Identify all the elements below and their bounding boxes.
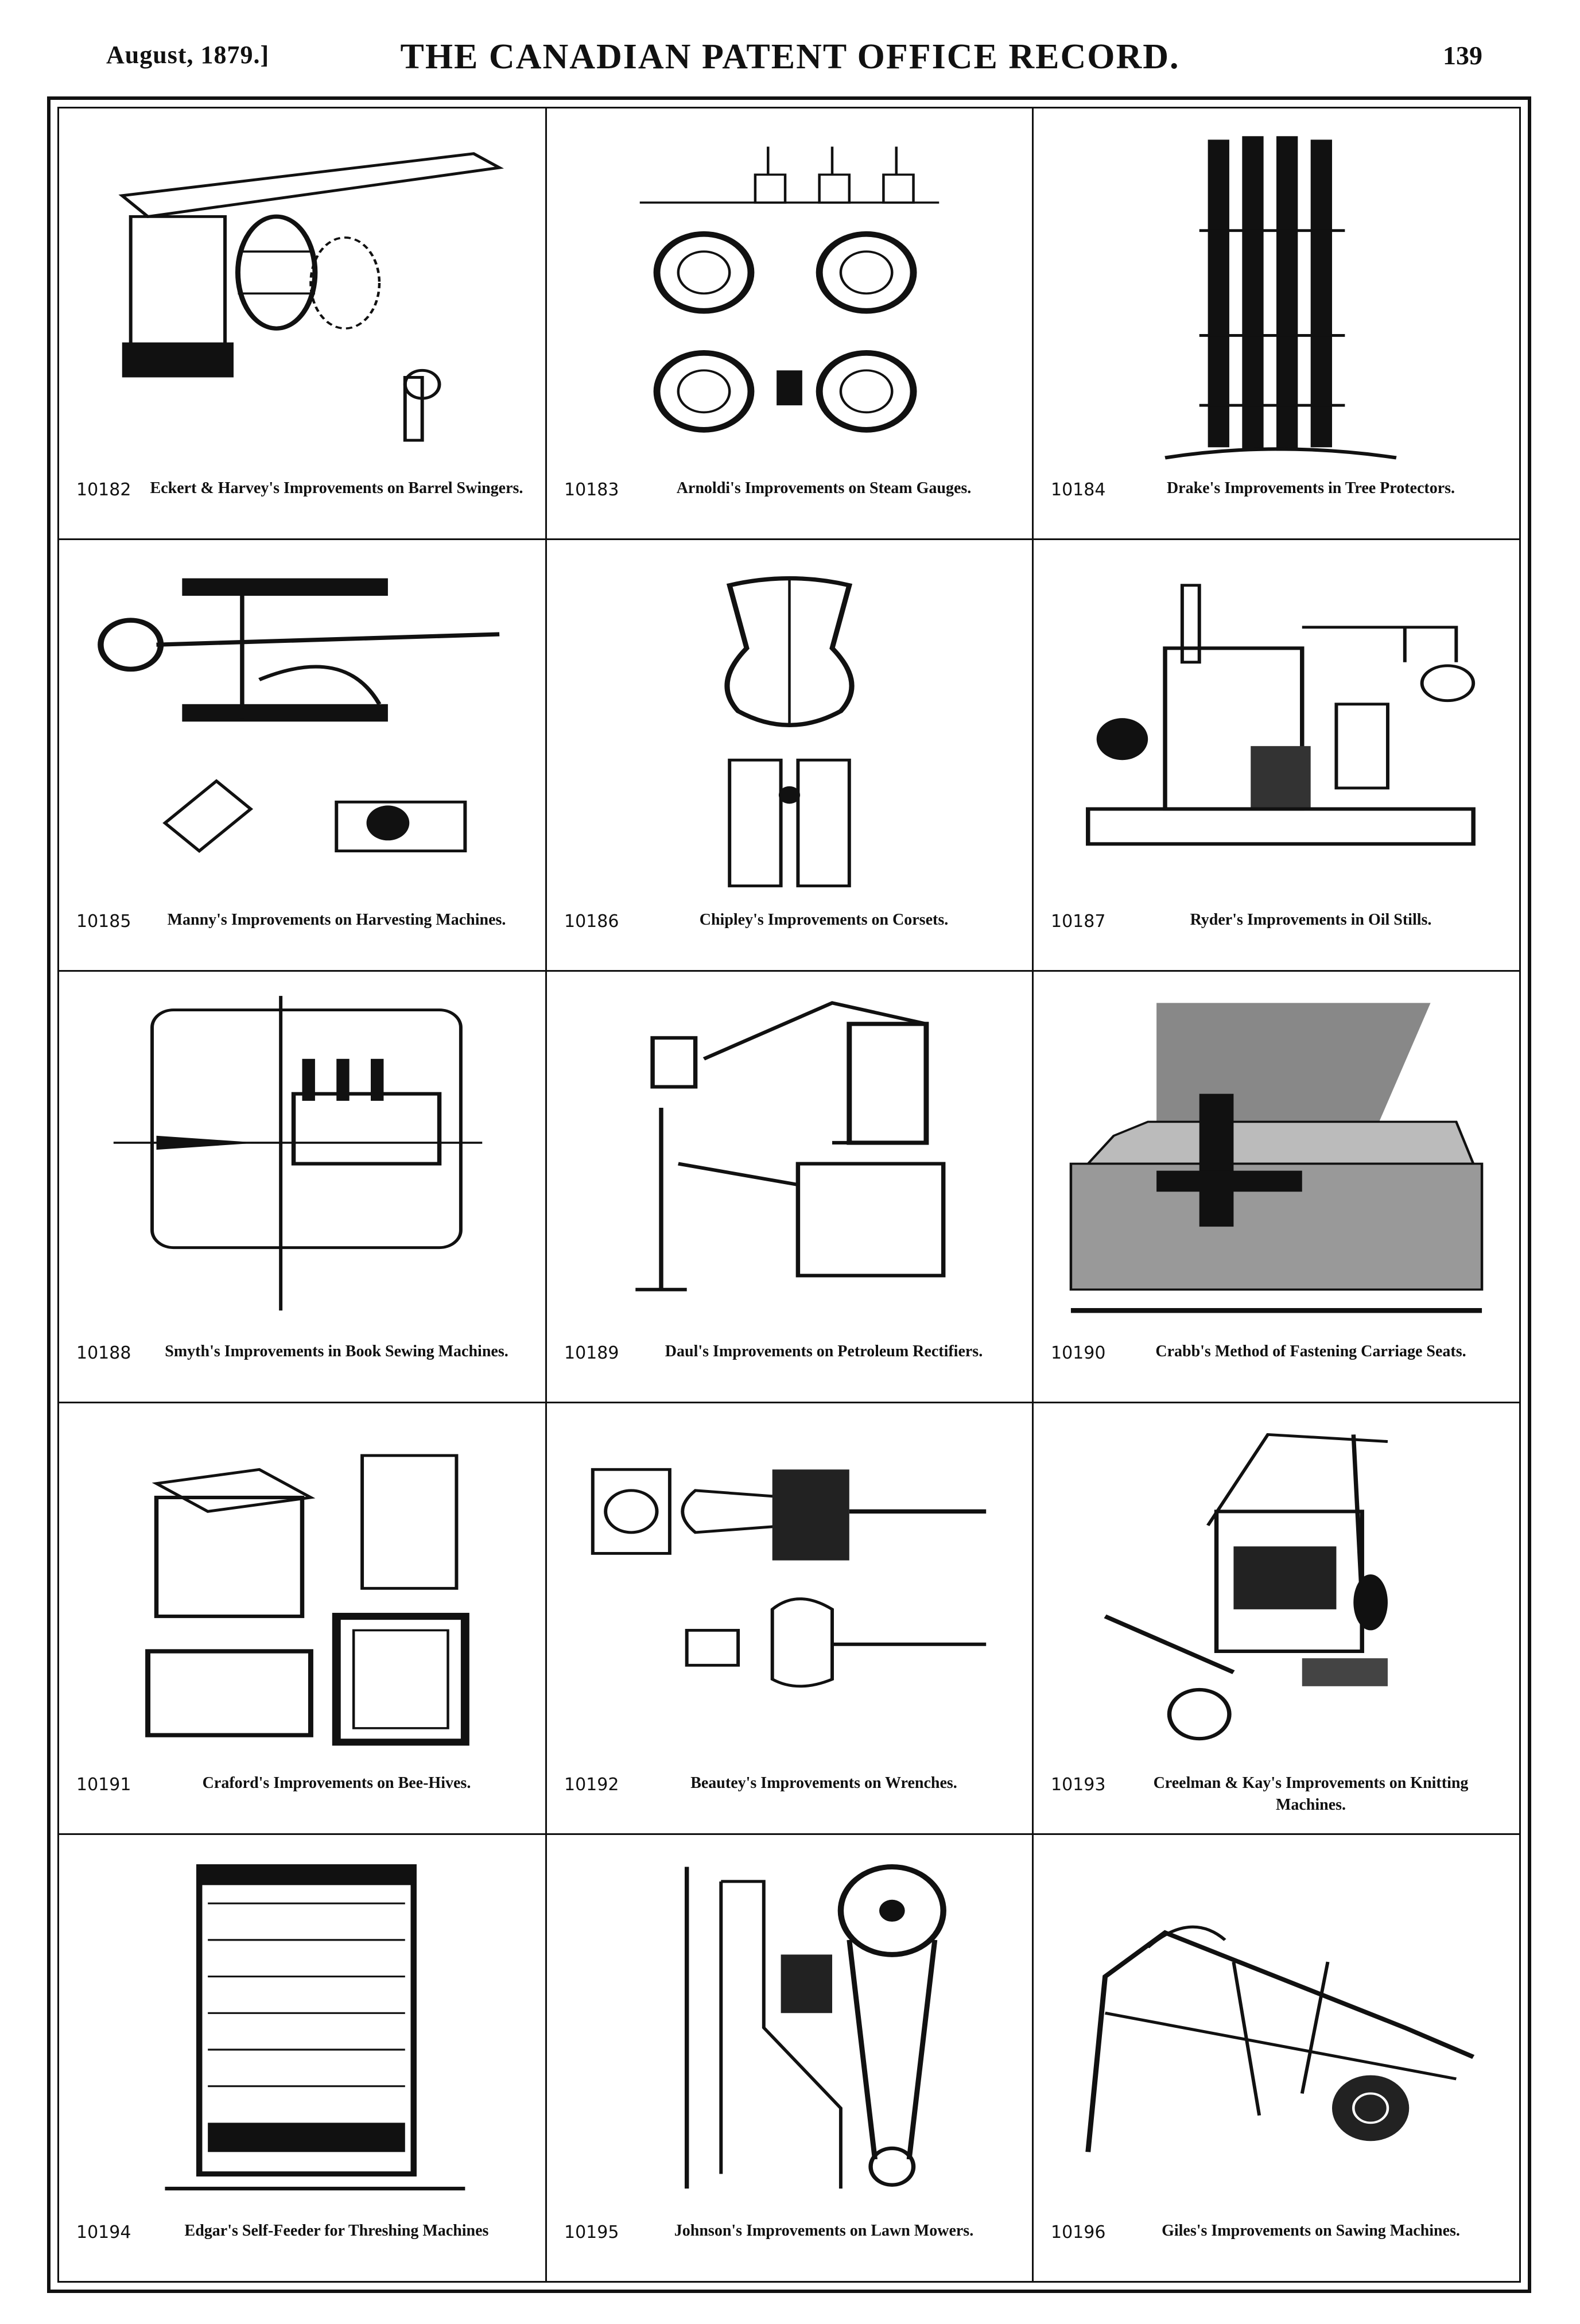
patent-cell-10192: 10192 Beautey's Improvements on Wrenches… <box>547 1403 1034 1835</box>
patent-number: 10196 <box>1051 2222 1106 2242</box>
patent-number: 10182 <box>76 480 131 500</box>
patent-caption: Manny's Improvements on Harvesting Machi… <box>167 911 506 929</box>
patent-caption: Eckert & Harvey's Improvements on Barrel… <box>150 479 523 497</box>
patent-caption: Drake's Improvements in Tree Protectors. <box>1166 479 1455 497</box>
petroleum-rectifier-drawing <box>576 989 1003 1338</box>
patent-cell-10186: 10186 Chipley's Improvements on Corsets. <box>547 540 1034 972</box>
patent-cell-10182: 10182 Eckert & Harvey's Improvements on … <box>59 108 547 540</box>
patent-number: 10194 <box>76 2222 131 2242</box>
patent-number: 10183 <box>564 480 619 500</box>
patent-cell-10187: 10187 Ryder's Improvements in Oil Stills… <box>1034 540 1519 972</box>
patent-caption: Beautey's Improvements on Wrenches. <box>690 1774 957 1792</box>
patent-caption: Arnoldi's Improvements on Steam Gauges. <box>676 479 972 497</box>
harvester-drawing <box>88 557 517 907</box>
patent-caption: Crabb's Method of Fastening Carriage Sea… <box>1155 1343 1466 1360</box>
patent-number: 10195 <box>564 2222 619 2242</box>
patent-caption: Ryder's Improvements in Oil Stills. <box>1190 911 1432 929</box>
patent-cell-10190: 10190 Crabb's Method of Fastening Carria… <box>1034 972 1519 1403</box>
patent-caption: Creelman & Kay's Improvements on Knittin… <box>1153 1774 1469 1814</box>
patent-number: 10185 <box>76 911 131 932</box>
issue-date: August, 1879.] <box>106 41 270 69</box>
sawing-machine-drawing <box>1062 1852 1490 2218</box>
patent-number: 10191 <box>76 1775 131 1795</box>
wrench-drawing <box>576 1421 1003 1770</box>
patent-caption: Daul's Improvements on Petroleum Rectifi… <box>665 1343 983 1360</box>
patent-cell-10185: 10185 Manny's Improvements on Harvesting… <box>59 540 547 972</box>
tree-protector-drawing <box>1062 126 1490 475</box>
patent-cell-10193: 10193 Creelman & Kay's Improvements on K… <box>1034 1403 1519 1835</box>
patent-cell-10196: 10196 Giles's Improvements on Sawing Mac… <box>1034 1835 1519 2281</box>
patent-caption: Chipley's Improvements on Corsets. <box>699 911 949 929</box>
patent-number: 10186 <box>564 911 619 932</box>
patent-number: 10188 <box>76 1343 131 1363</box>
patent-grid: 10182 Eckert & Harvey's Improvements on … <box>59 108 1519 2281</box>
patent-caption: Giles's Improvements on Sawing Machines. <box>1162 2222 1460 2240</box>
patent-number: 10193 <box>1051 1775 1106 1795</box>
patent-cell-10191: 10191 Craford's Improvements on Bee-Hive… <box>59 1403 547 1835</box>
patent-cell-10194: 10194 Edgar's Self-Feeder for Threshing … <box>59 1835 547 2281</box>
patent-caption: Edgar's Self-Feeder for Threshing Machin… <box>184 2222 489 2240</box>
bee-hive-drawing <box>88 1421 517 1770</box>
patent-number: 10190 <box>1051 1343 1106 1363</box>
steam-gauges-drawing <box>576 126 1003 475</box>
patent-caption: Craford's Improvements on Bee-Hives. <box>202 1774 471 1792</box>
patent-number: 10192 <box>564 1775 619 1795</box>
patent-cell-10189: 10189 Daul's Improvements on Petroleum R… <box>547 972 1034 1403</box>
barrel-swinger-drawing <box>88 126 517 475</box>
patent-cell-10184: 10184 Drake's Improvements in Tree Prote… <box>1034 108 1519 540</box>
book-sewing-machine-drawing <box>88 989 517 1338</box>
patent-plate-frame: 10182 Eckert & Harvey's Improvements on … <box>47 96 1531 2293</box>
page-number: 139 <box>1443 41 1482 70</box>
patent-cell-10188: 10188 Smyth's Improvements in Book Sewin… <box>59 972 547 1403</box>
patent-number: 10189 <box>564 1343 619 1363</box>
lawn-mower-drawing <box>576 1852 1003 2218</box>
carriage-seat-drawing <box>1062 989 1490 1338</box>
self-feeder-drawing <box>88 1852 517 2218</box>
patent-caption: Johnson's Improvements on Lawn Mowers. <box>674 2222 974 2240</box>
patent-number: 10184 <box>1051 480 1106 500</box>
page-header: August, 1879.] THE CANADIAN PATENT OFFIC… <box>0 37 1580 109</box>
patent-cell-10183: 10183 Arnoldi's Improvements on Steam Ga… <box>547 108 1034 540</box>
corset-drawing <box>576 557 1003 907</box>
patent-cell-10195: 10195 Johnson's Improvements on Lawn Mow… <box>547 1835 1034 2281</box>
knitting-machine-drawing <box>1062 1421 1490 1770</box>
publication-title: THE CANADIAN PATENT OFFICE RECORD. <box>400 37 1180 76</box>
patent-caption: Smyth's Improvements in Book Sewing Mach… <box>165 1343 508 1360</box>
patent-number: 10187 <box>1051 911 1106 932</box>
oil-still-drawing <box>1062 557 1490 907</box>
